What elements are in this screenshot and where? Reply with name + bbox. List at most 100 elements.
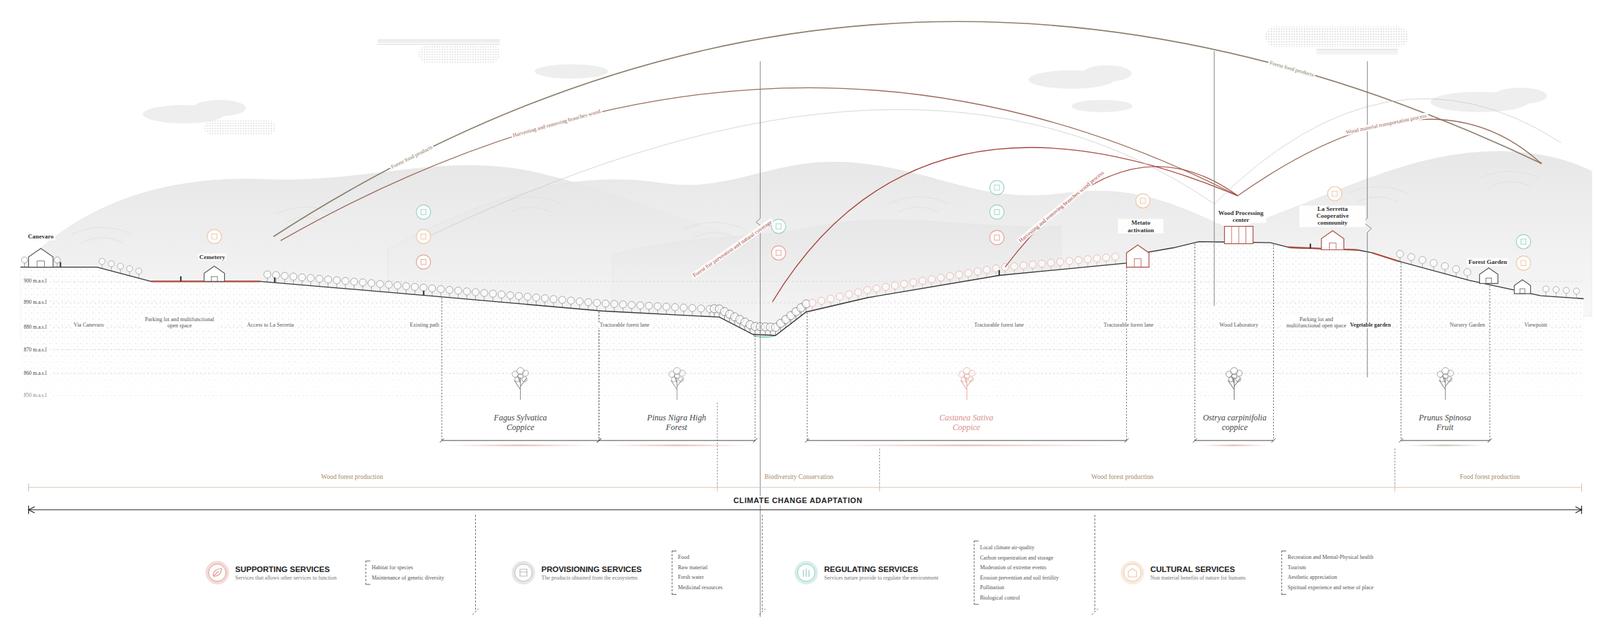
service-group: REGULATING SERVICESServices nature provi…: [793, 560, 939, 586]
tree-crown: [636, 302, 644, 309]
service-marker: [989, 180, 1005, 196]
tree-crown: [1430, 260, 1438, 267]
tree-trunk: [1455, 273, 1457, 278]
service-marker-glyph: [994, 185, 1000, 191]
service-marker: [1135, 193, 1151, 209]
tree-crown: [973, 268, 981, 276]
flow-label: Forest food products: [388, 143, 436, 172]
building-label: Metato activation: [1117, 219, 1164, 234]
tree-sketch-crown: [517, 373, 523, 379]
tree-trunk: [492, 297, 494, 302]
service-item: Medicinal resources: [677, 583, 723, 594]
bracket-line: [442, 440, 600, 442]
building-label: Forest Garden: [1466, 258, 1509, 266]
tree-crown: [1418, 256, 1426, 264]
tree-crown: [593, 299, 600, 307]
tree-trunk: [579, 304, 580, 309]
tree-crown: [1084, 255, 1092, 263]
bracket-dash: [806, 313, 808, 441]
bracket-dash: [1126, 264, 1127, 441]
tree-trunk: [622, 308, 624, 313]
service-list: Local climate air-qualityCarbon sequestr…: [973, 541, 1059, 606]
ground-label: Parking lot and multifunctional open spa…: [1280, 315, 1353, 329]
service-item: Spiritual experience and sense of place: [1287, 583, 1374, 594]
tree-trunk: [839, 300, 840, 305]
service-heading: SUPPORTING SERVICES: [235, 565, 337, 574]
service-item: Carbon sequestration and storage: [980, 553, 1059, 564]
service-marker: [1327, 186, 1343, 202]
tree-trunk: [894, 288, 896, 294]
ground-label: Wood Laboratory: [1217, 322, 1260, 329]
service-marker: [206, 229, 222, 245]
tree-crown: [602, 300, 609, 307]
tree-trunk: [977, 275, 978, 280]
building: [1514, 280, 1532, 294]
tree-crown: [1093, 255, 1100, 263]
flow-label: Wood material transportation process: [1344, 112, 1429, 136]
tree-crown: [117, 263, 124, 270]
service-item: Biological control: [980, 593, 1059, 604]
tree-trunk: [830, 302, 832, 307]
clouds: [142, 26, 1547, 135]
hill-texture: [1346, 186, 1409, 203]
service-icon-ring: [794, 561, 818, 585]
tree-trunk: [397, 288, 398, 294]
tree-crown: [315, 275, 323, 283]
tree-sketch-crown: [1228, 377, 1234, 383]
tree-trunk: [128, 271, 130, 276]
hill-texture: [500, 197, 562, 213]
service-marker-glyph: [211, 234, 217, 240]
tree-trunk: [301, 281, 303, 286]
service-item: Food: [677, 553, 723, 564]
service-heading: CULTURAL SERVICES: [1150, 565, 1246, 574]
service-description: The products obtained from the ecosystem…: [541, 575, 643, 582]
flow-arc: [1237, 119, 1541, 196]
tree-sketch-crown: [679, 370, 686, 377]
service-icon-ring: [511, 561, 536, 585]
tree-crown: [653, 302, 661, 310]
tree-trunk: [1041, 267, 1043, 272]
flow-arc: [1004, 166, 1238, 268]
tree-crown: [524, 293, 532, 300]
cloud-dots: [418, 44, 500, 64]
tree-sketch-crown: [674, 373, 680, 379]
tree-trunk: [1004, 271, 1006, 276]
tree-crown: [845, 291, 853, 298]
tree-crown: [964, 269, 972, 277]
tree-crown: [1563, 287, 1570, 294]
tree-crown: [1463, 268, 1471, 276]
tree-trunk: [1105, 261, 1107, 266]
wood-center-detail: [1231, 226, 1247, 244]
climate-line: [28, 509, 1582, 511]
tree-trunk: [1444, 269, 1446, 274]
tree-trunk: [605, 307, 607, 312]
service-item: Local climate air-quality: [980, 543, 1059, 554]
service-marker-glyph: [775, 250, 781, 256]
service-group: PROVISIONING SERVICESThe products obtain…: [511, 560, 643, 586]
tree-sketch-crown: [668, 371, 676, 378]
tree-sketch-crown: [968, 370, 976, 377]
ground-marker: [422, 291, 425, 296]
tree-trunk: [674, 311, 676, 316]
tree-trunk: [805, 308, 807, 313]
tree-crown: [584, 298, 592, 306]
tree-crown: [550, 295, 558, 303]
tree-crown: [21, 257, 28, 264]
bracket-dash: [441, 297, 443, 441]
tree-crown: [506, 291, 514, 299]
service-marker: [1516, 234, 1532, 249]
tree-trunk: [388, 288, 389, 293]
place-label: Cemetery: [197, 253, 227, 261]
tree-trunk: [931, 282, 932, 287]
tree-crown: [1037, 260, 1045, 267]
tree-crown: [1553, 286, 1560, 294]
tree-crown: [350, 278, 358, 286]
tree-crown: [437, 285, 445, 293]
bracket-dash: [1400, 262, 1402, 441]
soil-fade: [0, 336, 1600, 411]
tree-trunk: [24, 263, 25, 268]
service-marker: [416, 204, 432, 220]
service-marker-glyph: [994, 209, 1000, 215]
tree-trunk: [922, 284, 923, 289]
service-item: Habitat for species: [371, 563, 445, 574]
